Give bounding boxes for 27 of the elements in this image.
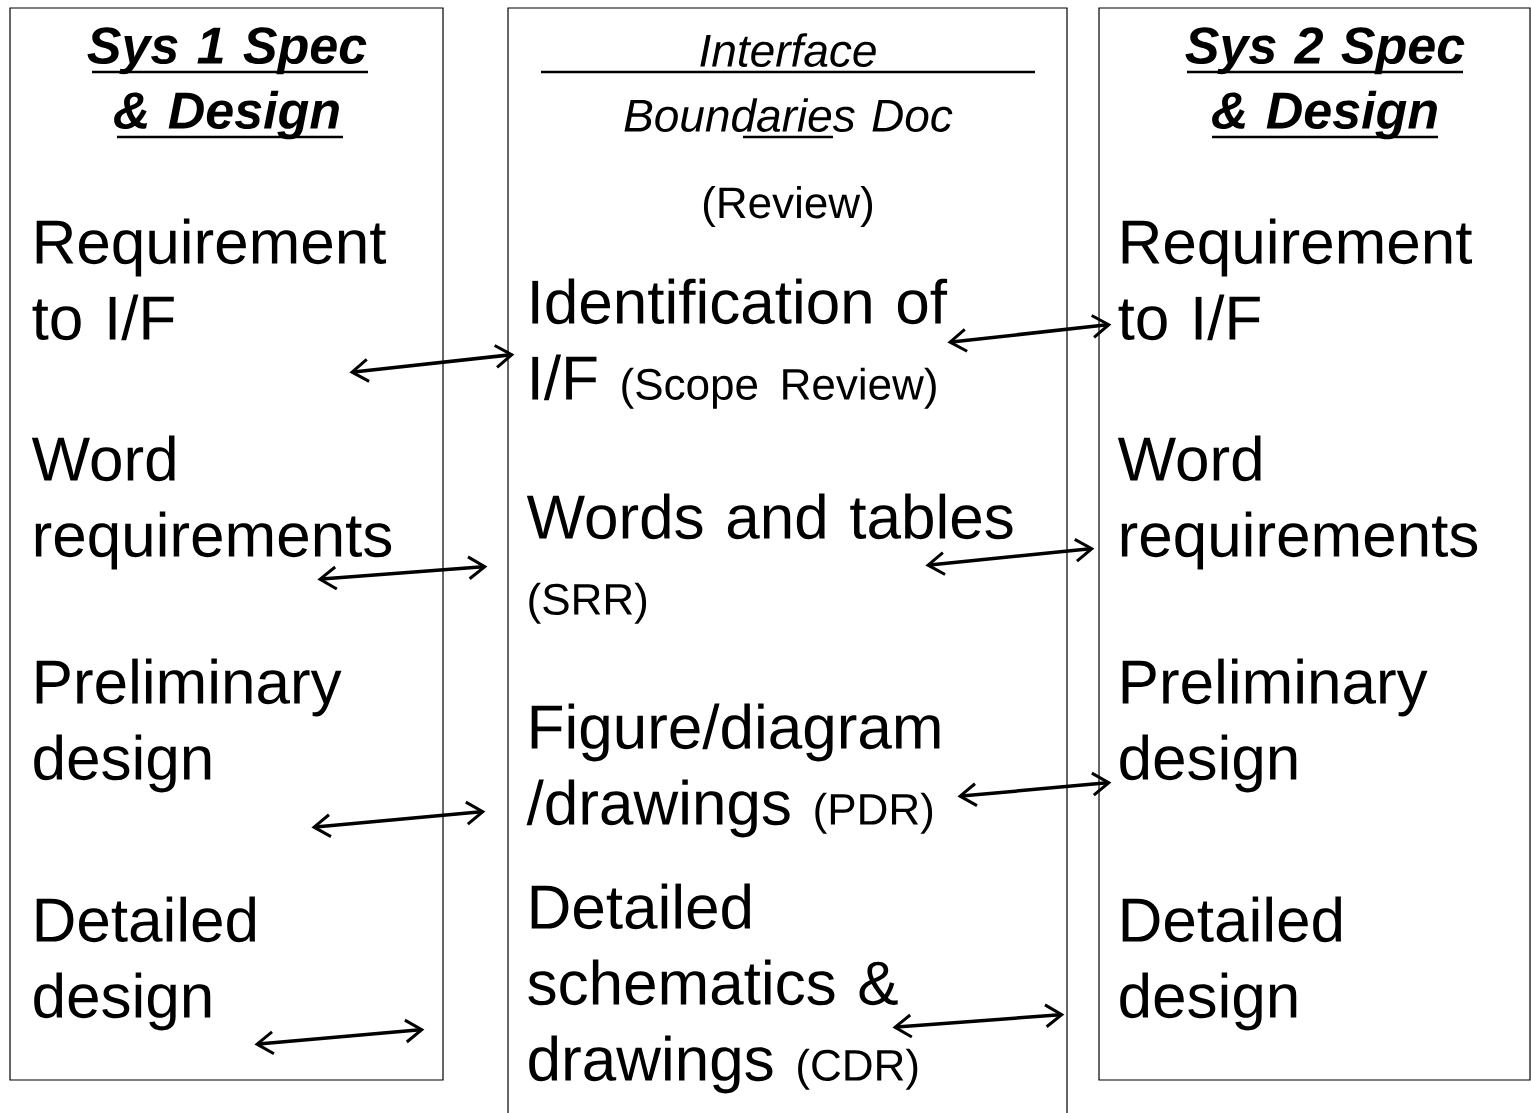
stage-text: Figure/diagram /drawings (PDR): [526, 703, 940, 838]
double-arrow: [254, 1018, 425, 1056]
double-arrow: [349, 344, 515, 383]
double-arrow: [892, 1003, 1065, 1039]
stage-text: Word requirements: [1117, 435, 1478, 570]
stage-text: Words and tables (SRR): [526, 493, 1013, 624]
double-arrow: [317, 555, 488, 591]
double-arrow: [957, 771, 1112, 807]
stage-text: Requirement to I/F: [32, 218, 386, 341]
double-arrow: [925, 538, 1095, 576]
column-heading: Sys 1 Spec & Design: [87, 27, 368, 140]
column-box: [9, 7, 444, 1081]
double-arrow: [311, 800, 486, 838]
column-heading: Sys 2 Spec & Design: [1185, 27, 1465, 140]
double-arrow: [947, 314, 1112, 353]
stage-text: Detailed design: [1120, 896, 1342, 1031]
stage-text: Detailed design: [34, 896, 256, 1031]
stage-text: Word requirements: [31, 435, 392, 570]
stage-text: Preliminary design: [34, 658, 342, 793]
stage-text: Preliminary design: [1120, 658, 1428, 793]
column-heading: Interface Boundaries Doc: [541, 33, 1035, 139]
review-note: (Review): [703, 186, 873, 228]
column-box: [1098, 7, 1531, 1081]
stage-text: Detailed schematics & drawings (CDR): [528, 883, 918, 1094]
stage-text: Requirement to I/F: [1118, 218, 1472, 341]
stage-text: Identification of I/F (Scope Review): [532, 278, 948, 409]
column-box: [507, 7, 1068, 1113]
